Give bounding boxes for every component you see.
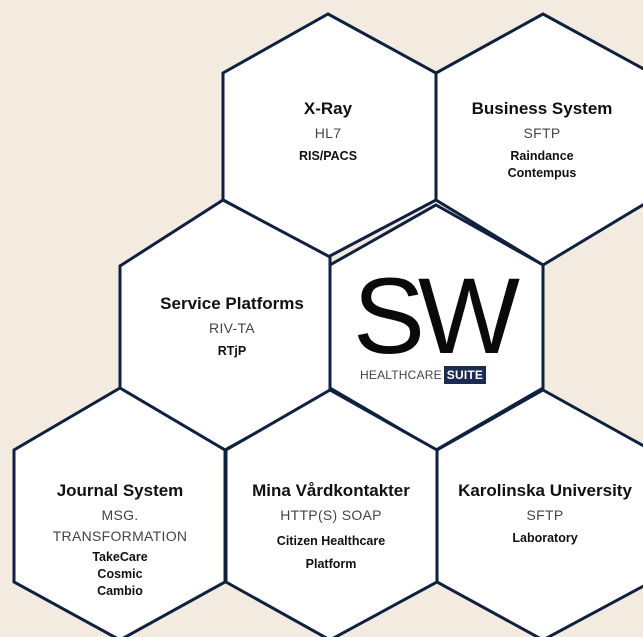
hex-title: Karolinska University: [458, 481, 632, 500]
hex-system: Cambio: [97, 584, 143, 598]
hex-mina-vardkontakter: Mina Vårdkontakter HTTP(S) SOAP Citizen …: [252, 480, 410, 576]
hex-system: Cosmic: [97, 567, 143, 581]
hex-title: X-Ray: [303, 99, 353, 118]
hex-title: Mina Vårdkontakter: [252, 481, 410, 500]
hex-journal-system: Journal System MSG. TRANSFORMATION TakeC…: [53, 480, 188, 600]
logo-sub-text: HEALTHCARE: [360, 368, 442, 382]
hex-system: Raindance: [510, 149, 574, 163]
logo-sw: SW: [353, 255, 520, 376]
hex-business-system: Business System SFTP Raindance Contempus: [472, 98, 613, 182]
hex-system: Contempus: [507, 166, 577, 180]
hex-shape-karolinska: [435, 388, 643, 637]
hex-system: Platform: [305, 557, 357, 571]
hex-title: Journal System: [56, 481, 184, 500]
hex-title: Business System: [471, 99, 613, 118]
hex-system: RIS/PACS: [298, 149, 358, 163]
logo-sub-accent: SUITE: [443, 366, 487, 384]
hex-protocol: MSG. TRANSFORMATION: [52, 507, 188, 544]
hex-protocol: HL7: [314, 125, 342, 141]
hex-protocol: SFTP: [523, 125, 561, 141]
hex-xray: X-Ray HL7 RIS/PACS: [299, 98, 357, 165]
hex-system: RTjP: [217, 344, 247, 358]
hex-system: Laboratory: [512, 531, 578, 545]
hex-protocol: HTTP(S) SOAP: [280, 507, 382, 523]
hex-system: Citizen Healthcare: [276, 534, 386, 548]
hex-karolinska-university: Karolinska University SFTP Laboratory: [458, 480, 632, 547]
hex-protocol: RIV-TA: [209, 320, 255, 336]
hex-system: TakeCare: [92, 550, 148, 564]
hex-service-platforms: Service Platforms RIV-TA RTjP: [160, 293, 304, 360]
hex-protocol: SFTP: [526, 507, 564, 523]
hex-title: Service Platforms: [160, 294, 304, 313]
